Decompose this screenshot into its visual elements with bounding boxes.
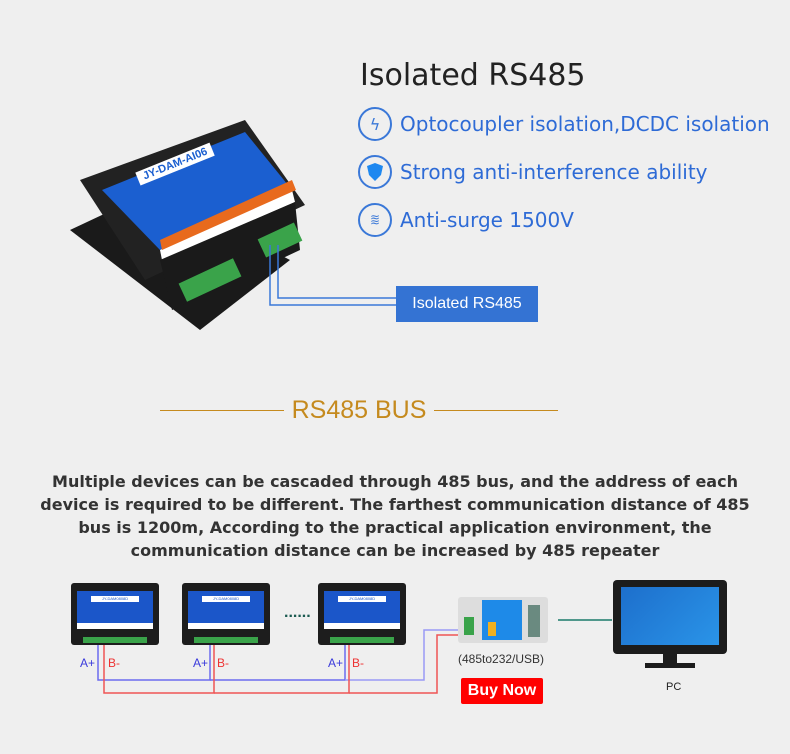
device-1: JY-DAM0808D	[71, 583, 159, 645]
b-minus-label: B-	[352, 656, 364, 670]
feature-text: Optocoupler isolation,DCDC isolation	[400, 112, 770, 136]
ellipsis: ......	[284, 604, 311, 621]
a-plus-label: A+	[328, 656, 344, 670]
b-minus-label: B-	[217, 656, 229, 670]
pc-label: PC	[666, 681, 682, 693]
surge-waves-icon: ≈≈	[358, 203, 392, 237]
bus-description: Multiple devices can be cascaded through…	[40, 472, 750, 560]
section-heading: RS485 BUS	[160, 396, 559, 425]
device-3: JY-DAM0808D	[318, 583, 406, 645]
feature-text: Strong anti-interference ability	[400, 160, 708, 184]
callout-wires	[269, 245, 396, 306]
product-image: JY-DAM-AI06	[60, 110, 310, 340]
pc-monitor-icon	[613, 580, 727, 670]
buy-now-button[interactable]: Buy Now	[461, 678, 543, 704]
lightning-icon: ϟ	[358, 107, 392, 141]
isolated-rs485-callout: Isolated RS485	[396, 286, 538, 322]
shield-icon	[358, 155, 392, 189]
feature-item: ϟ Optocoupler isolation,DCDC isolation	[358, 107, 770, 141]
device-2: JY-DAM0808D	[182, 583, 270, 645]
feature-text: Anti-surge 1500V	[400, 208, 574, 232]
a-plus-label: A+	[193, 656, 209, 670]
a-plus-label: A+	[80, 656, 96, 670]
section-title: RS485 BUS	[291, 396, 427, 424]
page-title: Isolated RS485	[360, 58, 586, 93]
feature-item: ≈≈ Anti-surge 1500V	[358, 203, 574, 237]
b-minus-label: B-	[108, 656, 120, 670]
feature-item: Strong anti-interference ability	[358, 155, 708, 189]
converter-label: (485to232/USB)	[458, 652, 545, 666]
converter-device	[458, 597, 548, 643]
